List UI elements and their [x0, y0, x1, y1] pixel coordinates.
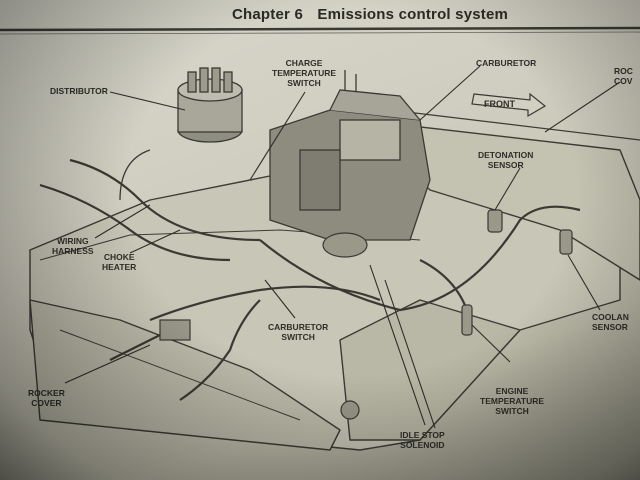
label-coolant-sensor: COOLAN SENSOR: [592, 312, 629, 332]
label-detonation-sensor: DETONATION SENSOR: [478, 150, 534, 170]
label-rocker-cover: ROCKER COVER: [28, 388, 65, 408]
label-engine-temperature-switch: ENGINE TEMPERATURE SWITCH: [480, 386, 545, 416]
header-rule-thin: [0, 31, 640, 35]
label-rocker-cover-top: ROC COV: [614, 66, 633, 86]
header-rule: [0, 26, 640, 32]
label-charge-temperature-switch: CHARGE TEMPERATURE SWITCH: [272, 58, 337, 88]
carburetor-icon: [269, 70, 431, 241]
label-distributor: DISTRIBUTOR: [50, 86, 108, 96]
label-choke-heater: CHOKE HEATER: [102, 252, 137, 272]
front-arrow-icon: FRONT: [471, 92, 547, 118]
label-carburetor: CARBURETOR: [476, 58, 537, 68]
distributor-icon: [119, 67, 243, 201]
label-idle-stop-solenoid: IDLE STOP SOLENOID: [400, 430, 445, 450]
label-wiring-harness: WIRING HARNESS: [52, 236, 94, 256]
label-carburetor-switch: CARBURETOR SWITCH: [268, 322, 329, 342]
front-arrow-text: FRONT: [484, 99, 515, 109]
